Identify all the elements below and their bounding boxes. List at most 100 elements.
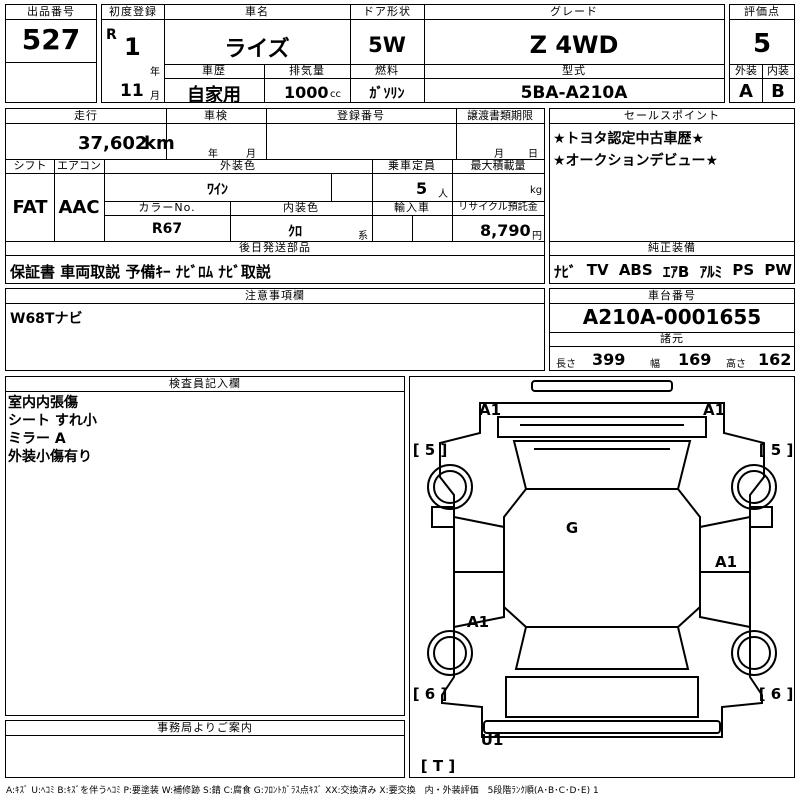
mileage-value: 37,602 (78, 133, 148, 154)
first-reg-era: R (106, 27, 117, 43)
first-reg-label: 初度登録 (109, 5, 157, 18)
chassis-box: 車台番号 A210A-0001655 諸元 長さ 399 幅 169 高さ 16… (549, 288, 795, 371)
lot-label: 出品番号 (6, 5, 96, 20)
height-label: 高さ (726, 359, 746, 370)
car-name-label: 車名 (245, 5, 269, 18)
length-label: 長さ (556, 359, 576, 370)
mark-a1-tl: A1 (479, 401, 501, 419)
sales-point-1: ★トヨタ認定中古車歴★ (553, 131, 705, 147)
recycle-label: リサイクル預託金 (458, 202, 538, 213)
mark-t: [ T ] (421, 757, 455, 775)
first-reg-year-unit: 年 (150, 67, 160, 78)
mark-g: G (566, 519, 578, 537)
max-load-unit: kg (530, 185, 543, 196)
width-value: 169 (678, 350, 712, 369)
mark-six-l: [ 6 ] (413, 685, 448, 703)
score-int-label: 内装 (767, 64, 789, 77)
equipment-list: ﾅﾋﾞ TV ABS ｴｱB ｱﾙﾐ PS PW (554, 261, 792, 282)
lot-box: 出品番号 527 (5, 4, 97, 103)
max-load-label: 最大積載量 (470, 159, 526, 172)
equip-navi: ﾅﾋﾞ (554, 263, 577, 281)
int-color-unit: 系 (358, 231, 368, 242)
score-int: B (771, 81, 785, 102)
car-name-value: ライズ (224, 37, 290, 62)
capacity-value: 5 (416, 179, 428, 198)
mark-a1-tr: A1 (703, 401, 725, 419)
history-label: 車歴 (202, 64, 226, 77)
specs-label: 諸元 (550, 332, 794, 347)
legend: A:ｷｽﾞ U:ﾍｺﾐ B:ｷｽﾞを伴うﾍｺﾐ P:要塗装 W:補修跡 S:錆 … (6, 786, 599, 796)
score-ext-label: 外装 (735, 64, 757, 77)
transfer-day-unit: 日 (528, 149, 538, 160)
aircon-label: エアコン (57, 159, 101, 172)
mark-five-r: [ 5 ] (759, 441, 794, 459)
mileage-unit: km (144, 133, 175, 154)
inspector-line-1: 室内内張傷 (8, 395, 78, 411)
history-value: 自家用 (187, 85, 241, 106)
import-label: 輸入車 (394, 201, 430, 214)
grade-label: グレード (550, 5, 598, 18)
mark-a1-r: A1 (715, 553, 737, 571)
displacement-value: 1000 (284, 83, 329, 102)
transfer-deadline-label: 譲渡書類期限 (467, 109, 533, 122)
equip-ps: PS (732, 261, 755, 279)
caution-box: 注意事項欄 W68Tナビ (5, 288, 545, 371)
equipment-label: 純正装備 (550, 241, 794, 256)
caution-value: W68Tナビ (10, 311, 83, 327)
length-value: 399 (592, 350, 626, 369)
door-label: ドア形状 (363, 5, 411, 18)
equip-alloy: ｱﾙﾐ (699, 263, 723, 281)
inspector-line-2: シート すれ小 (8, 413, 97, 429)
grade-value: Z 4WD (529, 31, 619, 59)
detail-box: 走行 車検 登録番号 譲渡書類期限 37,602 km 年 月 月 日 シフト … (5, 108, 545, 284)
later-parts-label: 後日発送部品 (6, 241, 544, 256)
model-label: 型式 (562, 64, 586, 77)
first-reg-month-unit: 月 (150, 91, 160, 102)
car-outline-diagram: A1 A1 [ 5 ] [ 5 ] G A1 A1 [ 6 ] [ 6 ] U1… (413, 380, 794, 775)
shift-label: シフト (13, 159, 47, 172)
mileage-label: 走行 (74, 109, 98, 122)
equip-pw: PW (764, 261, 792, 279)
fuel-label: 燃料 (375, 64, 399, 77)
lot-number: 527 (21, 23, 81, 56)
score-label: 評価点 (730, 5, 794, 20)
reg-no-label: 登録番号 (337, 109, 385, 122)
score-value: 5 (752, 29, 772, 59)
int-color-value: ｸﾛ (288, 224, 302, 240)
score-box: 評価点 5 外装 内装 A B (729, 4, 795, 103)
int-color-label: 内装色 (283, 201, 319, 214)
first-reg-month: 11 (120, 81, 144, 101)
inspection-label: 車検 (204, 109, 228, 122)
score-ext: A (739, 81, 753, 102)
transfer-month-unit: 月 (494, 149, 504, 160)
inspection-month-unit: 月 (246, 149, 256, 160)
caution-label: 注意事項欄 (6, 289, 544, 304)
inspector-box: 検査員記入欄 室内内張傷 シート すれ小 ミラー A 外装小傷有り (5, 376, 405, 716)
mark-five-l: [ 5 ] (413, 441, 448, 459)
capacity-label: 乗車定員 (388, 159, 436, 172)
width-label: 幅 (650, 359, 660, 370)
office-label: 事務局よりご案内 (6, 721, 404, 736)
sales-points-label: セールスポイント (550, 109, 794, 124)
inspector-line-3: ミラー A (8, 431, 66, 447)
mark-u1: U1 (481, 731, 504, 749)
displacement-unit: cc (330, 89, 341, 100)
height-value: 162 (758, 350, 792, 369)
vehicle-header: 初度登録 車名 ドア形状 グレード R 1 年 11 月 ライズ 5W Z 4W… (101, 4, 725, 106)
equip-tv: TV (586, 261, 609, 279)
aircon-value: AAC (58, 197, 100, 218)
inspector-line-4: 外装小傷有り (8, 449, 92, 465)
mark-six-r: [ 6 ] (759, 685, 794, 703)
recycle-unit: 円 (532, 231, 542, 242)
model-value: 5BA-A210A (520, 83, 628, 103)
chassis-value: A210A-0001655 (582, 305, 762, 329)
recycle-value: 8,790 (480, 221, 531, 240)
first-reg-year: 1 (124, 33, 141, 61)
ext-color-value: ﾜｲﾝ (207, 182, 228, 198)
equip-airbag: ｴｱB (662, 263, 690, 281)
inspector-label: 検査員記入欄 (6, 377, 404, 392)
car-diagram: A1 A1 [ 5 ] [ 5 ] G A1 A1 [ 6 ] [ 6 ] U1… (409, 376, 795, 778)
sales-box: セールスポイント ★トヨタ認定中古車歴★ ★オークションデビュー★ 純正装備 ﾅ… (549, 108, 795, 284)
color-no-value: R67 (151, 221, 183, 237)
inspection-year-unit: 年 (208, 149, 218, 160)
